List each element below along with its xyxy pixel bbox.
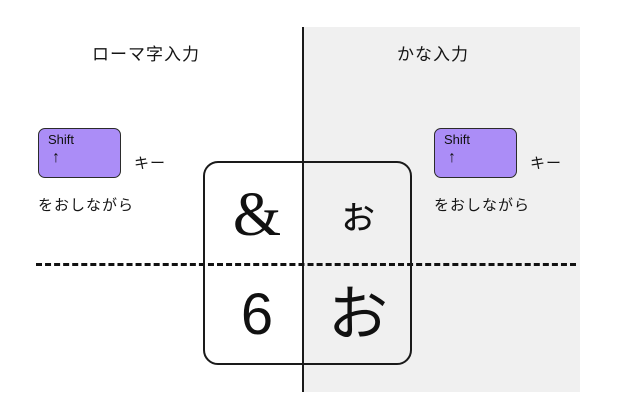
shift-key-left[interactable]: Shift ↑: [38, 128, 121, 178]
shift-up-arrow-icon: ↑: [448, 149, 456, 166]
shift-key-right[interactable]: Shift ↑: [434, 128, 517, 178]
shift-key-label: Shift: [48, 132, 75, 147]
vertical-mode-divider: [302, 27, 304, 392]
key-word-label-right: キー: [530, 155, 563, 172]
heading-romaji-input: ローマ字入力: [92, 45, 200, 64]
shift-up-arrow-icon: ↑: [52, 149, 60, 166]
horizontal-shift-divider: [36, 263, 576, 266]
shift-key-label: Shift: [444, 132, 471, 147]
keycap-6[interactable]: & ぉ 6 お: [203, 161, 412, 365]
hold-instruction-right: をおしながら: [434, 197, 531, 214]
keycap-legend-plain-romaji: 6: [240, 282, 274, 347]
keycap-legend-plain-kana: お: [328, 281, 388, 348]
keycap-legend-shift-kana: ぉ: [338, 193, 378, 237]
keycap-legend-shift-romaji: &: [232, 181, 282, 249]
heading-kana-input: かな入力: [397, 45, 469, 64]
key-word-label-left: キー: [134, 155, 167, 172]
hold-instruction-left: をおしながら: [38, 197, 135, 214]
kana-mode-panel: [304, 27, 580, 392]
